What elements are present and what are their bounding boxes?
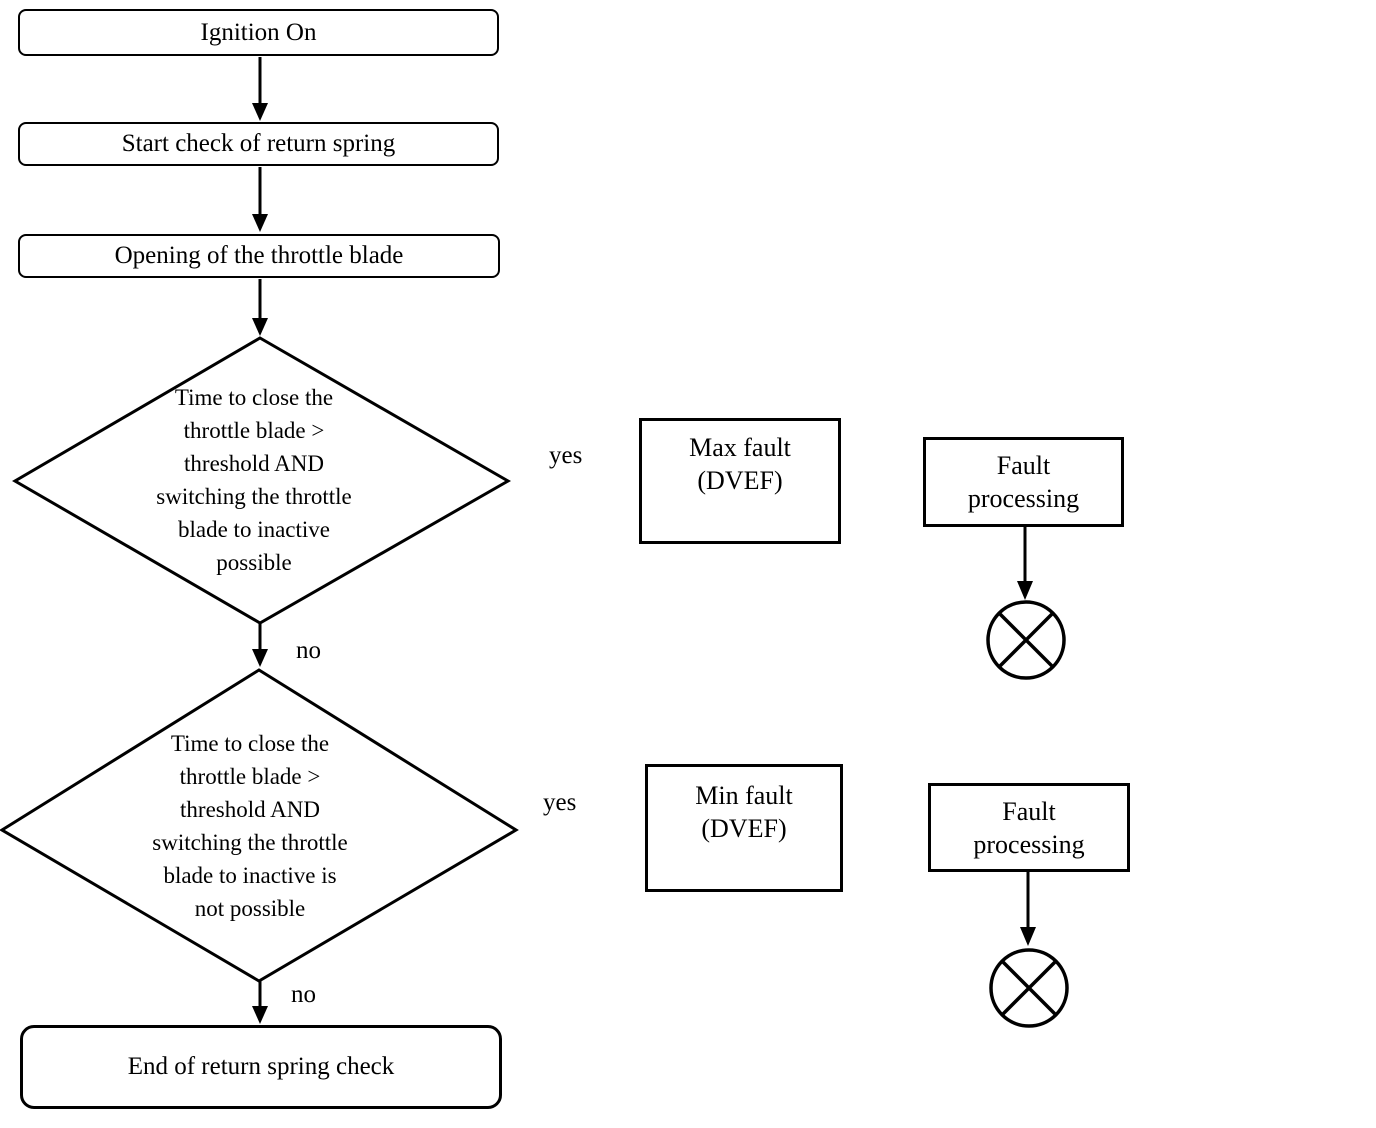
decision2-diamond: [0, 668, 519, 983]
node-ignition-on: Ignition On: [18, 9, 499, 56]
node-max-fault-line: (DVEF): [697, 466, 783, 495]
node-fault-processing-2: Fault processing: [928, 783, 1130, 872]
arrow-ignition-to-start: [252, 57, 268, 121]
node-fault-processing-2-line: Fault: [1002, 796, 1056, 826]
node-min-fault-line: (DVEF): [701, 814, 787, 843]
edge-label-yes-top: yes: [549, 442, 583, 469]
node-end-of-check: End of return spring check: [20, 1025, 502, 1109]
decision1-line: possible: [216, 550, 292, 575]
node-min-fault-line: Min fault: [695, 781, 793, 810]
arrow-decision1-to-decision2: [252, 623, 268, 667]
decision1-line: switching the throttle: [156, 484, 352, 509]
node-opening-throttle-blade-label: Opening of the throttle blade: [114, 242, 404, 269]
node-ignition-on-label: Ignition On: [200, 18, 317, 46]
decision1-label: Time to close the throttle blade > thres…: [54, 381, 454, 579]
node-fault-processing-2-line: processing: [973, 829, 1085, 859]
decision2-line: switching the throttle: [152, 830, 348, 855]
edge-label-no-bottom: no: [291, 981, 316, 1008]
node-max-fault-line: Max fault: [689, 433, 791, 462]
node-fault-processing-1-line: processing: [967, 484, 1080, 513]
arrow-fault-processing-2-to-terminator-2: [1020, 872, 1036, 946]
decision2-label: Time to close the throttle blade > thres…: [50, 727, 450, 925]
arrow-start-to-opening: [252, 167, 268, 232]
decision2-line: Time to close the: [170, 731, 330, 756]
node-fault-processing-1: Fault processing: [923, 437, 1124, 527]
decision1-line: blade to inactive: [178, 517, 330, 542]
decision2-line: threshold AND: [180, 797, 320, 822]
arrow-opening-to-decision1: [252, 279, 268, 336]
node-min-fault: Min fault (DVEF): [645, 764, 843, 892]
node-end-of-check-label: End of return spring check: [127, 1053, 395, 1080]
node-opening-throttle-blade: Opening of the throttle blade: [18, 234, 500, 278]
node-start-check: Start check of return spring: [18, 122, 499, 166]
decision1-line: Time to close the: [174, 385, 334, 410]
decision2-line: not possible: [194, 896, 306, 921]
node-fault-processing-1-line: Fault: [996, 451, 1051, 480]
edge-label-yes-bottom: yes: [543, 789, 577, 816]
terminator-2: [989, 948, 1069, 1028]
decision1-line: threshold AND: [184, 451, 324, 476]
arrow-fault-processing-1-to-terminator-1: [1017, 527, 1033, 600]
edge-label-no-top: no: [296, 637, 321, 664]
decision2-line: throttle blade >: [179, 764, 321, 789]
decision1-line: throttle blade >: [183, 418, 325, 443]
terminator-1: [986, 600, 1066, 680]
arrow-decision2-to-end: [252, 981, 268, 1024]
decision1-diamond: [12, 336, 512, 625]
node-start-check-label: Start check of return spring: [121, 130, 396, 157]
node-max-fault: Max fault (DVEF): [639, 418, 841, 544]
decision2-line: blade to inactive is: [163, 863, 337, 888]
